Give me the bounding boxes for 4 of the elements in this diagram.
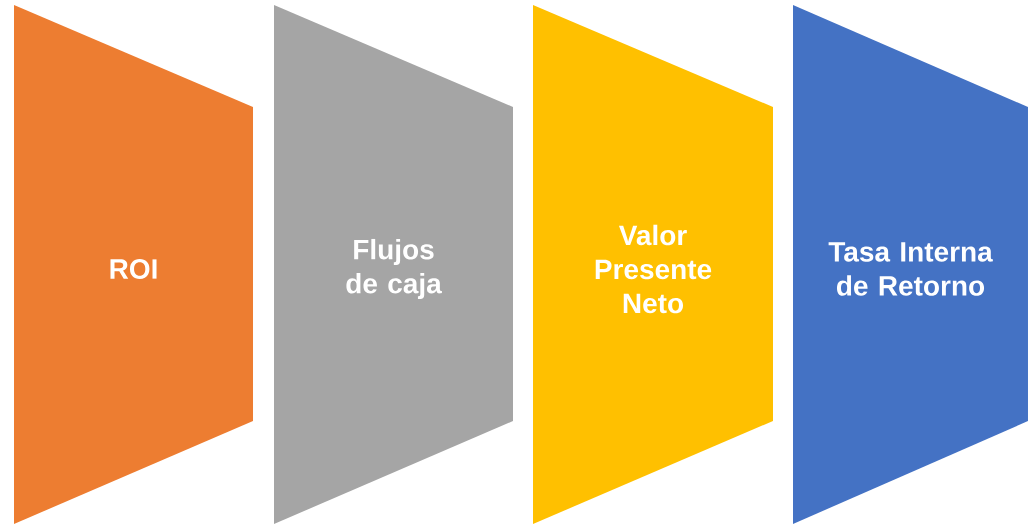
trapezoid: Flujos de caja bbox=[274, 5, 513, 524]
trapezoid: Tasa Interna de Retorno bbox=[793, 5, 1028, 524]
trapezoid: ROI bbox=[14, 5, 253, 524]
trapezoid: Valor Presente Neto bbox=[533, 5, 773, 524]
